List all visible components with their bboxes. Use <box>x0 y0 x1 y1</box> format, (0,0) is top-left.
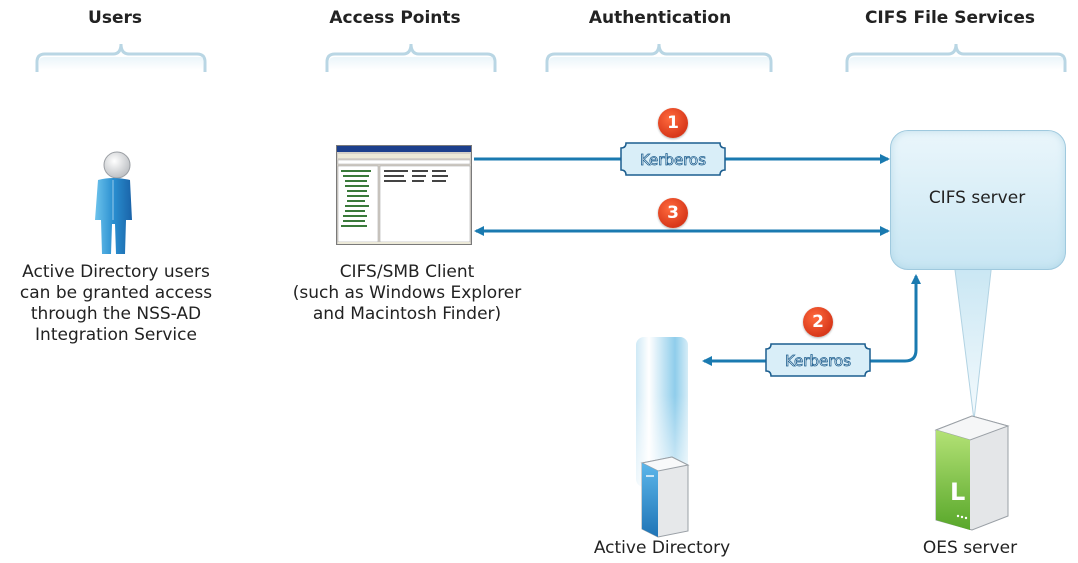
client-caption: CIFS/SMB Client (such as Windows Explore… <box>282 262 532 325</box>
cifs-server-label: CIFS server <box>928 188 1026 208</box>
users-caption-line-2: can be granted access <box>19 283 213 303</box>
oes-server-icon: L <box>934 415 1010 531</box>
users-caption-line-4: Integration Service <box>35 325 197 345</box>
step-badge-2: 2 <box>803 307 833 337</box>
oes-badge-letter: L <box>950 478 965 506</box>
brace-authentication <box>545 43 773 72</box>
kerberos-tag-2: Kerberos <box>765 343 871 377</box>
kerberos-tag-1-text: Kerberos <box>640 151 706 169</box>
cifs-callout-tail <box>953 262 993 421</box>
kerberos-tag-1: Kerberos <box>620 142 726 176</box>
step-badge-1: 1 <box>658 108 688 138</box>
column-header-cifs-file-services: CIFS File Services <box>864 8 1036 28</box>
users-caption: Active Directory users can be granted ac… <box>0 262 232 346</box>
users-caption-line-3: through the NSS-AD <box>30 304 202 324</box>
brace-users <box>35 43 207 72</box>
arrow-step2 <box>702 282 918 366</box>
step-badge-3: 3 <box>658 198 688 228</box>
cifs-server-box <box>890 130 1066 270</box>
explorer-window-icon <box>336 145 472 245</box>
oes-server-label: OES server <box>922 538 1018 558</box>
ad-server-icon <box>636 337 690 538</box>
brace-access-points <box>325 43 497 72</box>
active-directory-label: Active Directory <box>593 538 731 558</box>
users-caption-line-1: Active Directory users <box>22 262 210 282</box>
column-header-access-points: Access Points <box>329 8 461 28</box>
user-figure-icon <box>95 151 132 254</box>
client-caption-line-2: (such as Windows Explorer <box>292 283 522 303</box>
column-header-authentication: Authentication <box>588 8 732 28</box>
kerberos-tag-2-text: Kerberos <box>785 352 851 370</box>
brace-cifs-file-services <box>845 43 1067 72</box>
client-caption-line-1: CIFS/SMB Client <box>339 262 475 282</box>
column-header-users: Users <box>88 8 142 28</box>
client-caption-line-3: and Macintosh Finder) <box>312 304 502 324</box>
